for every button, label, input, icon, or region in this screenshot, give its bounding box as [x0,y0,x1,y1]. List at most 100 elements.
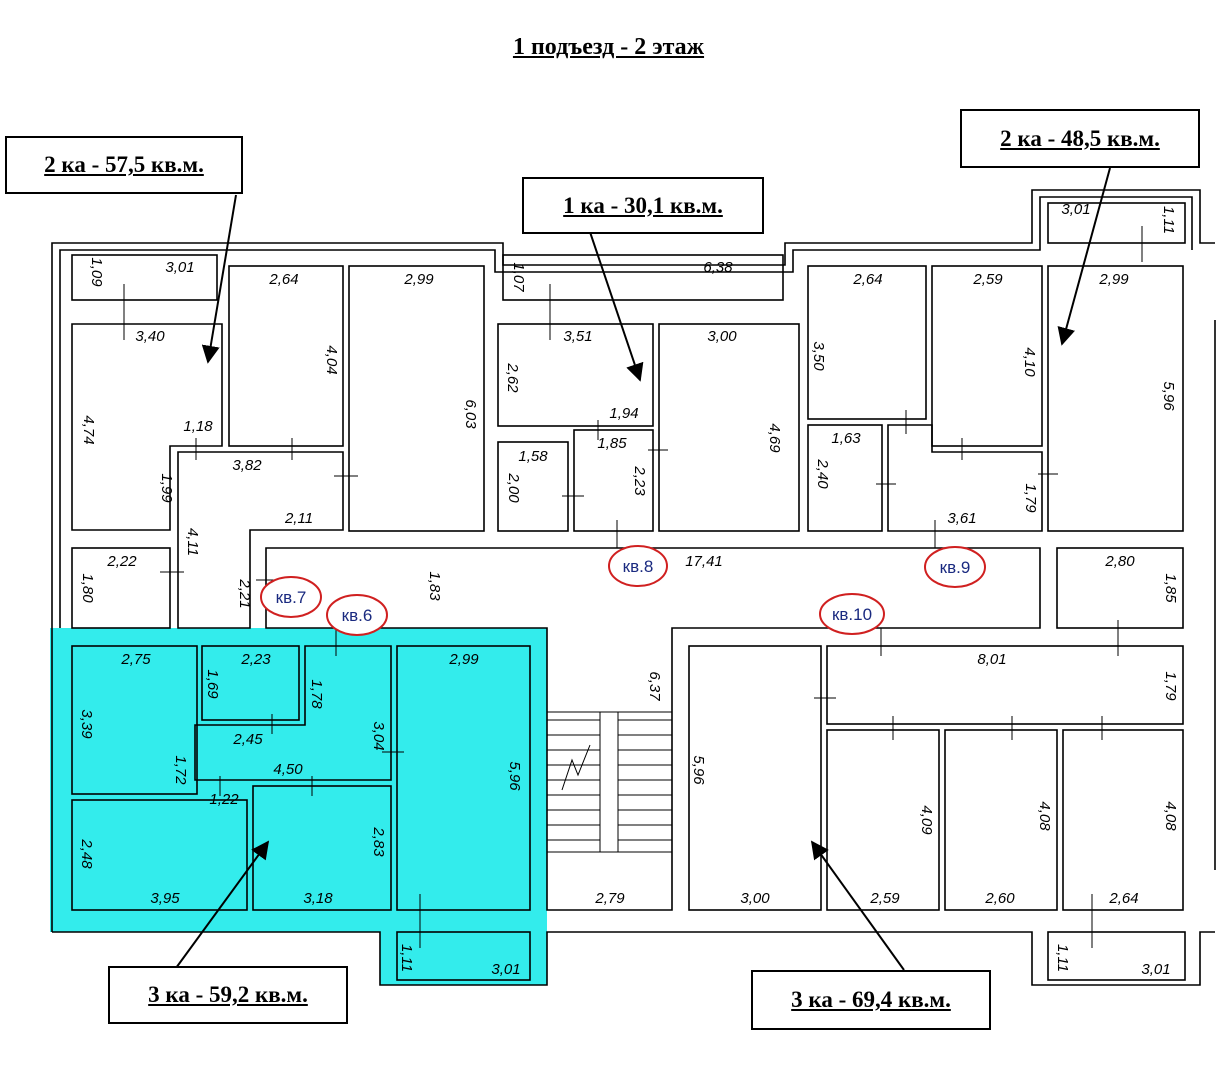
dim-text: 4,74 [80,415,97,444]
dim-text: 4,09 [918,805,935,835]
dim-text: 1,09 [88,257,105,287]
outer-walls [51,189,1216,986]
dim-text: 3,01 [165,259,194,276]
apartment-7-number: кв.7 [276,588,307,607]
dim-text: 2,23 [240,651,271,668]
dim-text: 1,72 [172,755,189,785]
dim-text: 2,48 [78,838,95,869]
dim-text: 3,01 [1061,201,1090,218]
dim-text: 2,99 [403,271,434,288]
dim-text: 1,80 [79,573,96,603]
dim-text: 1,11 [1160,206,1177,234]
apartment-9-number: кв.9 [940,558,971,577]
dim-text: 3,01 [491,961,520,978]
apartment-6-oval [326,594,388,636]
dim-text: 1,18 [183,418,213,435]
dim-text: 4,04 [323,345,340,374]
apartment-6-rooms [71,645,531,981]
dim-text: 1,85 [1162,573,1179,603]
dim-text: 4,50 [273,761,303,778]
dim-text: 1,22 [209,791,239,808]
dimensions: 3,01 1,09 3,40 4,74 1,18 1,99 3,82 4,11 … [78,201,1179,978]
dim-text: 3,82 [232,457,262,474]
dim-text: 3,18 [303,890,333,907]
dim-text: 3,00 [740,890,770,907]
apartment-8-number: кв.8 [623,557,654,576]
dim-text: 6,03 [462,399,479,429]
dim-text: 2,59 [972,271,1003,288]
dim-text: 1,85 [597,435,627,452]
dim-text: 2,45 [232,731,263,748]
page-title: 1 подъезд - 2 этаж [512,34,705,60]
callout-arrows [175,167,1111,971]
dim-text: 1,99 [158,473,175,503]
dim-text: 2,99 [1098,271,1129,288]
dim-text: 1,94 [609,405,638,422]
dim-text: 2,22 [106,553,137,570]
dim-text: 1,11 [1054,944,1071,972]
dim-text: 1,79 [1022,483,1039,513]
dim-text: 2,21 [236,578,253,608]
apartment-10-number: кв.10 [832,605,872,624]
dim-text: 5,96 [690,755,707,785]
dim-text: 3,01 [1141,961,1170,978]
dim-text: 2,75 [120,651,151,668]
dim-text: 4,10 [1021,347,1038,377]
apartment-8-rooms [497,254,800,532]
dim-text: 4,69 [766,423,783,453]
dim-text: 2,80 [1104,553,1135,570]
label-3-room-69-4: 3 ка - 69,4 кв.м. [751,970,991,1030]
dim-text: 1,78 [308,679,325,709]
dim-text: 4,08 [1162,801,1179,831]
apartment-markers: кв.7 кв.6 кв.8 кв.9 кв.10 [260,545,986,636]
dim-text: 2,11 [284,510,313,527]
apartment-6-highlight [50,628,547,985]
apartment-10-rooms [688,645,1186,981]
dim-text: 1,63 [831,430,861,447]
door-marks [123,226,1143,948]
dim-text: 3,39 [78,709,95,739]
dim-text: 1,83 [426,571,443,601]
label-3-room-59-2: 3 ка - 59,2 кв.м. [108,966,348,1024]
apartment-7-rooms [71,254,485,629]
dim-text: 6,38 [703,259,733,276]
dim-text: 2,23 [631,465,648,496]
dim-text: 3,04 [370,721,387,750]
dim-text: 3,50 [810,341,827,371]
dim-text: 2,64 [1108,890,1138,907]
dim-text: 2,83 [370,826,387,857]
dim-text: 1,69 [204,669,221,699]
dim-text: 4,11 [184,528,201,556]
dim-text: 2,62 [504,362,521,393]
dim-text: 5,96 [506,761,523,791]
apartment-9-oval [924,546,986,588]
apartment-10-oval [819,593,885,635]
dim-text: 2,59 [869,890,900,907]
dim-text: 3,00 [707,328,737,345]
dim-text: 1,79 [1162,671,1179,701]
dim-text: 2,99 [448,651,479,668]
apartment-8-oval [608,545,668,587]
label-2-room-48-5: 2 ка - 48,5 кв.м. [960,109,1200,168]
apartment-7-oval [260,576,322,618]
dim-text: 3,40 [135,328,165,345]
dim-text: 3,95 [150,890,180,907]
dim-text: 4,08 [1036,801,1053,831]
dim-text: 1,58 [518,448,548,465]
label-2-room-57-5: 2 ка - 57,5 кв.м. [5,136,243,194]
dim-text: 3,51 [563,328,592,345]
dim-text: 2,60 [984,890,1015,907]
dim-text: 3,61 [947,510,976,527]
dim-text: 2,64 [852,271,882,288]
dim-text: 1,07 [510,262,527,292]
label-1-room-30-1: 1 ка - 30,1 кв.м. [522,177,764,234]
dim-text: 2,64 [268,271,298,288]
dim-text: 2,79 [594,890,625,907]
apartment-9-rooms [807,202,1186,629]
dim-text: 5,96 [1160,381,1177,411]
dim-text: 17,41 [685,553,723,570]
staircase [546,711,673,853]
dim-text: 8,01 [977,651,1006,668]
dim-text: 2,00 [505,472,522,503]
